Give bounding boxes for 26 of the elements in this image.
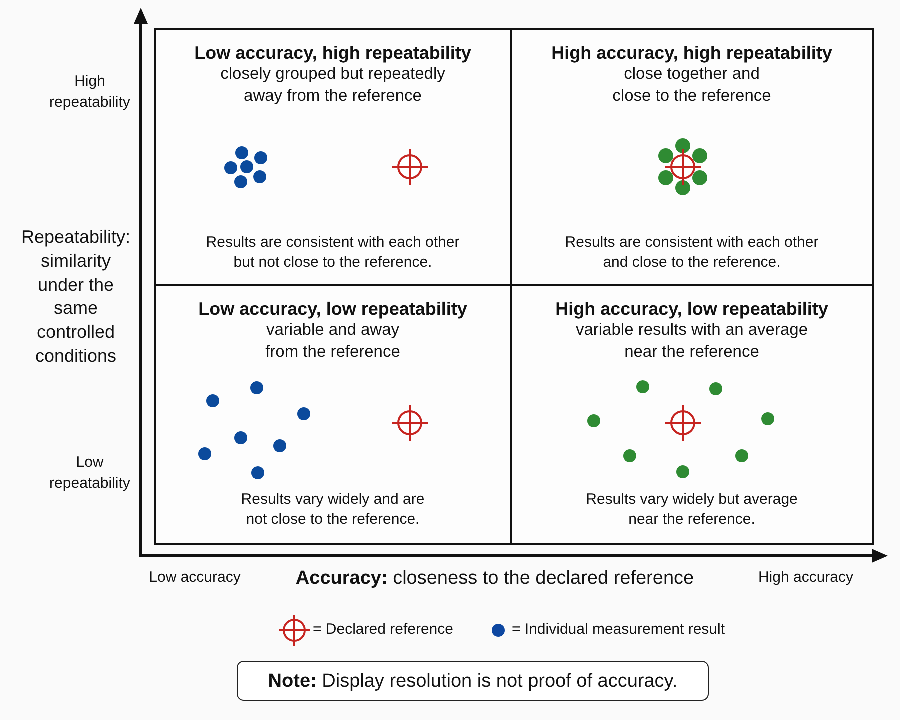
legend-label: = Individual measurement result	[512, 621, 726, 639]
axis-title: Accuracy: closeness to the declared reference	[296, 566, 694, 590]
quadrant-description: closely grouped but repeatedly away from the reference	[220, 64, 446, 106]
note-panel	[237, 661, 709, 701]
axis-scale-label: Low repeatability	[48, 453, 132, 494]
quadrant-heading: High accuracy, high repeatability	[552, 42, 832, 64]
axis-scale-label: High accuracy	[758, 569, 854, 587]
legend-label: = Declared reference	[313, 621, 454, 639]
quadrant-summary: Results are consistent with each other but not close to the reference.	[205, 233, 461, 272]
quadrant-heading: High accuracy, low repeatability	[556, 298, 828, 320]
quadrant-panel	[154, 284, 512, 545]
quadrant-summary: Results are consistent with each other and close to the reference.	[564, 233, 820, 272]
quadrant-panel	[510, 284, 874, 545]
note-text: Note: Display resolution is not proof of accuracy.	[268, 670, 678, 692]
axis-title: Repeatability: similarity under the same controlled conditions	[20, 226, 132, 368]
quadrant-summary: Results vary widely but average near the reference.	[585, 490, 799, 529]
quadrant-summary: Results vary widely and are not close to the reference.	[240, 490, 426, 529]
quadrant-description: variable and away from the reference	[264, 320, 402, 362]
axis-scale-label: High repeatability	[48, 72, 132, 113]
quadrant-description: variable results with an average near the reference	[574, 320, 810, 362]
quadrant-heading: Low accuracy, high repeatability	[194, 42, 472, 64]
quadrant-description: close together and close to the reference	[612, 64, 772, 106]
quadrant-panel	[510, 28, 874, 286]
quadrant-heading: Low accuracy, low repeatability	[198, 298, 468, 320]
quadrant-panel	[154, 28, 512, 286]
axis-scale-label: Low accuracy	[149, 569, 241, 587]
